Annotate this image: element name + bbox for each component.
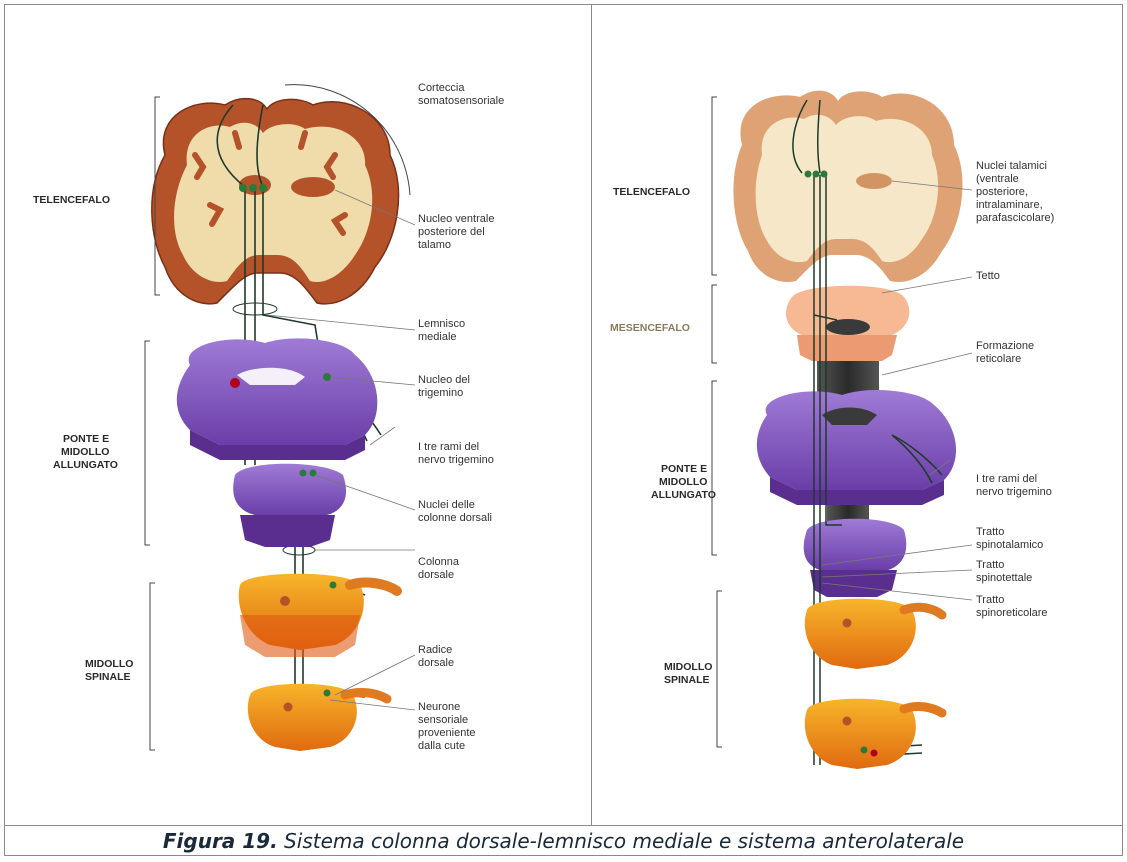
left-labels: Corteccia somatosensoriale Nucleo ventra… [418, 82, 504, 752]
label-colonna-2: dorsale [418, 569, 454, 581]
label-spinotal-1: Tratto [976, 526, 1004, 538]
label-nuclei-tal-4: intralaminare, [976, 199, 1043, 211]
label-nucleo-vp-2: posteriore del [418, 226, 485, 238]
region-midollo-2: SPINALE [664, 674, 710, 686]
right-diagram-panel: TELENCEFALO MESENCEFALO PONTE E MIDOLLO … [592, 5, 1122, 824]
pons-section [757, 390, 956, 505]
label-tetto: Tetto [976, 270, 1000, 282]
spinal-cord-lower [248, 684, 387, 751]
region-ponte-3: ALLUNGATO [651, 489, 716, 501]
label-nuclei-tal-3: posteriore, [976, 186, 1028, 198]
region-telencefalo: TELENCEFALO [613, 186, 690, 198]
figure-caption: Figura 19. Sistema colonna dorsale-lemni… [4, 826, 1123, 856]
label-nucleo-vp-3: talamo [418, 239, 451, 251]
thalamus-nucleus [291, 177, 335, 197]
thalamic-relay-neurons [805, 171, 828, 178]
label-neurone-3: proveniente [418, 727, 476, 739]
label-rami-1: I tre rami del [976, 473, 1037, 485]
region-brackets [712, 97, 722, 747]
region-ponte-1: PONTE E [661, 463, 707, 475]
mesencephalon-section [786, 286, 909, 361]
region-ponte-1: PONTE E [63, 433, 109, 445]
left-diagram-panel: TELENCEFALO PONTE E MIDOLLO ALLUNGATO MI… [5, 5, 591, 824]
region-mesencefalo: MESENCEFALO [610, 322, 690, 334]
label-spinoret-2: spinoreticolare [976, 607, 1048, 619]
region-ponte-3: ALLUNGATO [53, 459, 118, 471]
label-radice-1: Radice [418, 644, 452, 656]
region-ponte-2: MIDOLLO [61, 446, 109, 458]
label-trigemino-1: Nucleo del [418, 374, 470, 386]
label-trigemino-2: trigemino [418, 387, 463, 399]
label-radice-2: dorsale [418, 657, 454, 669]
label-corteccia-2: somatosensoriale [418, 95, 504, 107]
label-spinotal-2: spinotalamico [976, 539, 1043, 551]
right-labels: Nuclei talamici (ventrale posteriore, in… [976, 160, 1054, 619]
label-nuclei-col-2: colonne dorsali [418, 512, 492, 524]
label-nuclei-col-1: Nuclei delle [418, 499, 475, 511]
dorsal-column-diagram: TELENCEFALO PONTE E MIDOLLO ALLUNGATO MI… [5, 5, 591, 824]
medulla-section [233, 464, 346, 547]
label-corteccia-1: Corteccia [418, 82, 465, 94]
label-nuclei-tal-2: (ventrale [976, 173, 1019, 185]
label-rami-1: I tre rami del [418, 441, 479, 453]
spinal-cord-upper [805, 599, 942, 669]
label-formazione-2: reticolare [976, 353, 1021, 365]
label-nucleo-vp-1: Nucleo ventrale [418, 213, 494, 225]
spinal-cord-upper [239, 574, 397, 657]
label-spinotet-1: Tratto [976, 559, 1004, 571]
spinal-cord-lower [805, 699, 942, 769]
pons-section [177, 338, 378, 460]
caption-text: Sistema colonna dorsale-lemnisco mediale… [278, 829, 964, 853]
label-neurone-1: Neurone [418, 701, 460, 713]
label-formazione-1: Formazione [976, 340, 1034, 352]
label-spinoret-1: Tratto [976, 594, 1004, 606]
label-spinotet-2: spinotettale [976, 572, 1032, 584]
medulla-section [804, 505, 907, 597]
label-rami-2: nervo trigemino [976, 486, 1052, 498]
anterolateral-diagram: TELENCEFALO MESENCEFALO PONTE E MIDOLLO … [592, 5, 1122, 824]
region-midollo-2: SPINALE [85, 671, 131, 683]
label-nuclei-tal-1: Nuclei talamici [976, 160, 1047, 172]
label-lemnisco-1: Lemnisco [418, 318, 465, 330]
label-lemnisco-2: mediale [418, 331, 457, 343]
region-midollo-1: MIDOLLO [85, 658, 133, 670]
label-nuclei-tal-5: parafascicolare) [976, 212, 1054, 224]
figure-number: Figura 19. [163, 829, 278, 853]
region-ponte-2: MIDOLLO [659, 476, 707, 488]
label-neurone-4: dalla cute [418, 740, 465, 752]
region-midollo-1: MIDOLLO [664, 661, 712, 673]
thalamic-relay-neurons [239, 184, 267, 192]
region-telencefalo: TELENCEFALO [33, 194, 110, 206]
label-neurone-2: sensoriale [418, 714, 468, 726]
brain-section [733, 91, 962, 282]
label-colonna-1: Colonna [418, 556, 460, 568]
label-rami-2: nervo trigemino [418, 454, 494, 466]
